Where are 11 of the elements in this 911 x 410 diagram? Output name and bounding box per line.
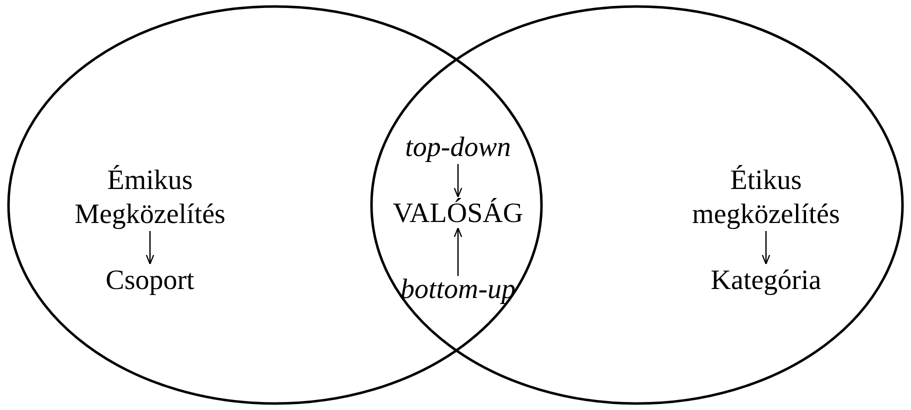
concept-label: Émikus Megközelítés (50, 164, 250, 232)
arrow (762, 231, 770, 265)
concept-label: Kategória (656, 264, 876, 298)
arrow (146, 231, 154, 265)
concept-label: VALÓSÁG (348, 197, 568, 231)
arrow (454, 164, 462, 198)
concept-label: bottom-up (348, 273, 568, 307)
concept-label: top-down (348, 131, 568, 165)
arrow (454, 227, 462, 276)
concept-label: Étikus megközelítés (676, 164, 856, 232)
concept-label: Csoport (40, 264, 260, 298)
